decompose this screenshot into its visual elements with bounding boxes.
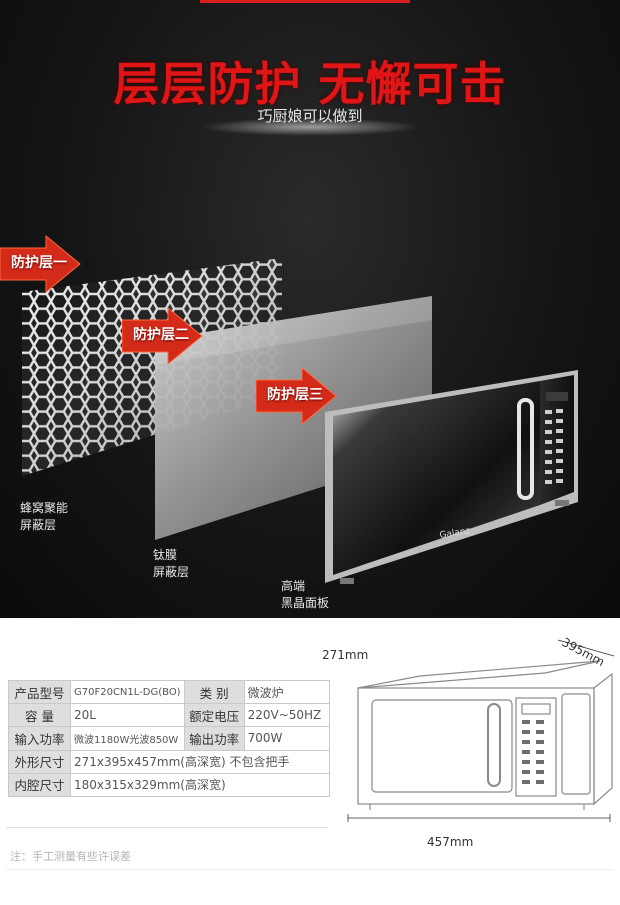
- divider: [6, 869, 614, 870]
- spec-label: 容 量: [8, 703, 71, 728]
- hero-section: 层层防护 无懈可击 巧厨娘可以做到: [0, 0, 620, 618]
- light-beam: [200, 118, 420, 136]
- table-row: 内腔尺寸 180x315x329mm(高深宽): [8, 772, 330, 797]
- table-row: 产品型号 G70F20CN1L-DG(BO) 类 别 微波炉: [8, 679, 331, 705]
- spec-label: 额定电压: [183, 703, 245, 728]
- spec-table: 产品型号 G70F20CN1L-DG(BO) 类 别 微波炉 容 量 20L 额…: [8, 679, 331, 797]
- spec-value: 700W: [243, 726, 331, 751]
- spec-value: 微波1180W光波850W: [70, 726, 185, 751]
- spec-value: 20L: [70, 703, 185, 728]
- specs-section: 产品型号 G70F20CN1L-DG(BO) 类 别 微波炉 容 量 20L 额…: [0, 618, 620, 905]
- caption-line: 高端: [281, 579, 306, 593]
- measurement-note: 注：手工测量有些许误差: [10, 850, 131, 863]
- caption-line: 屏蔽层: [20, 518, 57, 532]
- microwave-oven-image: Galanz: [325, 370, 578, 584]
- headline: 层层防护 无懈可击: [113, 57, 507, 111]
- titanium-film-layer: [155, 296, 432, 540]
- layer-one-caption: 蜂窝聚能 屏蔽层: [20, 500, 68, 534]
- spec-label: 输出功率: [183, 726, 245, 751]
- top-accent-bar: [200, 0, 410, 3]
- layer-three-arrow: 防护层三: [255, 366, 338, 426]
- caption-line: 屏蔽层: [153, 565, 190, 579]
- caption-line: 钛膜: [153, 548, 178, 562]
- honeycomb-mesh-layer: [22, 258, 282, 476]
- caption-line: 蜂窝聚能: [20, 501, 69, 515]
- spec-label: 输入功率: [8, 726, 71, 751]
- spec-label: 内腔尺寸: [8, 772, 71, 797]
- divider: [6, 827, 328, 828]
- layer-three-label: 防护层三: [267, 387, 323, 403]
- spec-label: 外形尺寸: [8, 749, 71, 774]
- arrow-icon: [121, 306, 203, 366]
- spec-label: 产品型号: [8, 679, 71, 705]
- layer-two-arrow: 防护层二: [121, 306, 204, 366]
- caption-line: 黑晶面板: [281, 596, 330, 610]
- spec-value: 271x395x457mm(高深宽) 不包含把手: [70, 749, 330, 774]
- spec-value: 180x315x329mm(高深宽): [70, 772, 330, 797]
- microwave-sketch-image: [347, 639, 615, 822]
- brand-logo: Galanz: [439, 526, 471, 541]
- spec-value: G70F20CN1L-DG(BO): [70, 679, 185, 705]
- table-row: 外形尺寸 271x395x457mm(高深宽) 不包含把手: [8, 749, 330, 774]
- layer-one-label: 防护层一: [11, 255, 67, 271]
- spec-value: 220V~50HZ: [243, 703, 331, 728]
- layer-one-arrow: 防护层一: [0, 234, 82, 294]
- width-dimension: 457mm: [427, 835, 474, 849]
- spec-value: 微波炉: [243, 679, 331, 705]
- table-row: 容 量 20L 额定电压 220V~50HZ: [8, 703, 331, 728]
- subheadline: 巧厨娘可以做到: [257, 107, 363, 125]
- height-dimension: 271mm: [322, 648, 369, 662]
- table-row: 输入功率 微波1180W光波850W 输出功率 700W: [8, 726, 331, 751]
- layer-two-caption: 钛膜 屏蔽层: [153, 547, 189, 581]
- arrow-icon: [255, 366, 337, 426]
- layer-three-caption: 高端 黑晶面板: [281, 578, 329, 612]
- spec-label: 类 别: [183, 679, 245, 705]
- layer-two-label: 防护层二: [133, 327, 189, 343]
- arrow-icon: [0, 234, 81, 294]
